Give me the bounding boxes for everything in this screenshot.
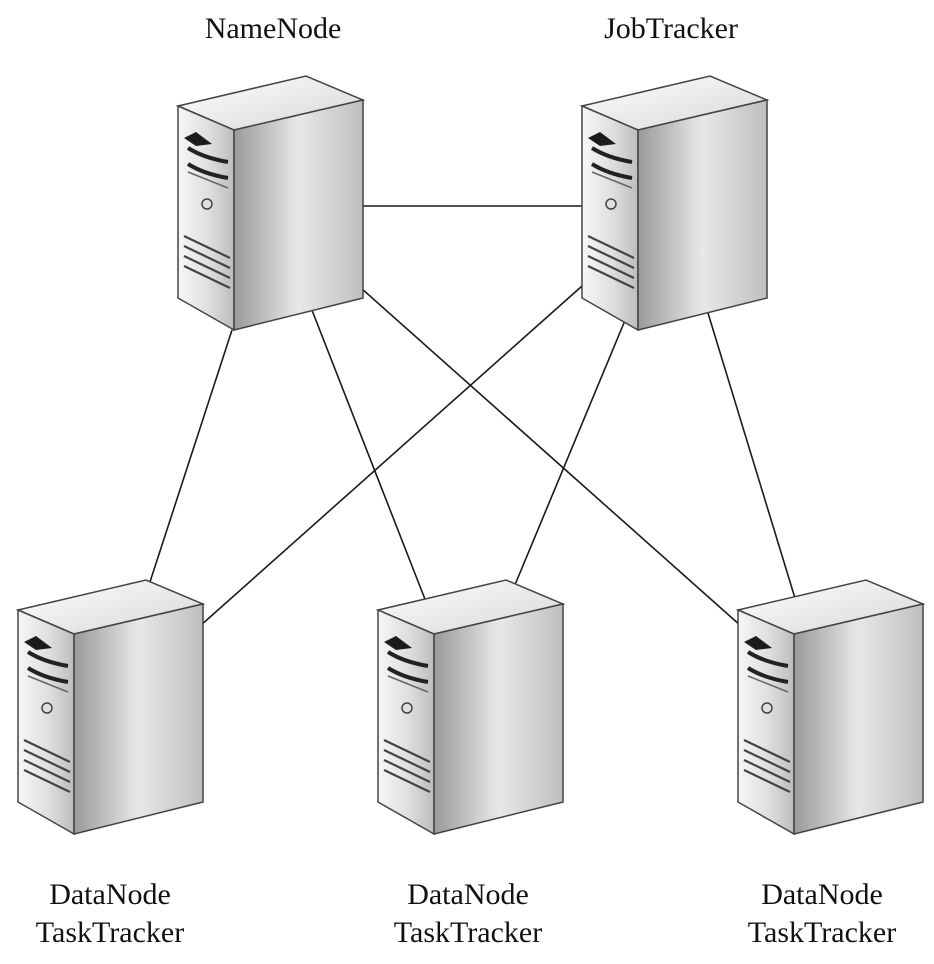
link-namenode-worker-center	[307, 299, 431, 613]
worker-right-role-datanode: DataNode	[761, 878, 883, 911]
connection-lines	[147, 205, 799, 635]
jobtracker-label-text: JobTracker	[604, 12, 738, 45]
worker-left-role-datanode: DataNode	[49, 878, 171, 911]
worker-left-label: DataNode TaskTracker	[0, 876, 220, 952]
worker-center-role-datanode: DataNode	[407, 878, 529, 911]
link-jobtracker-worker-left	[199, 285, 583, 627]
worker-left-server-icon	[16, 578, 205, 836]
worker-center-server-icon	[376, 578, 565, 836]
jobtracker-label: JobTracker	[566, 10, 776, 48]
namenode-server-icon	[176, 74, 365, 332]
link-namenode-worker-right	[351, 279, 751, 635]
worker-center-role-tasktracker: TaskTracker	[393, 916, 543, 949]
worker-right-server-icon	[736, 578, 925, 836]
worker-center-label: DataNode TaskTracker	[358, 876, 578, 952]
jobtracker-server-icon	[580, 74, 769, 332]
link-jobtracker-worker-right	[703, 299, 799, 609]
namenode-label: NameNode	[168, 10, 378, 48]
worker-left-role-tasktracker: TaskTracker	[35, 916, 185, 949]
namenode-label-text: NameNode	[204, 12, 342, 45]
link-jobtracker-worker-center	[511, 317, 627, 593]
worker-right-role-tasktracker: TaskTracker	[747, 916, 897, 949]
worker-right-label: DataNode TaskTracker	[712, 876, 932, 952]
link-namenode-worker-left	[147, 329, 233, 589]
